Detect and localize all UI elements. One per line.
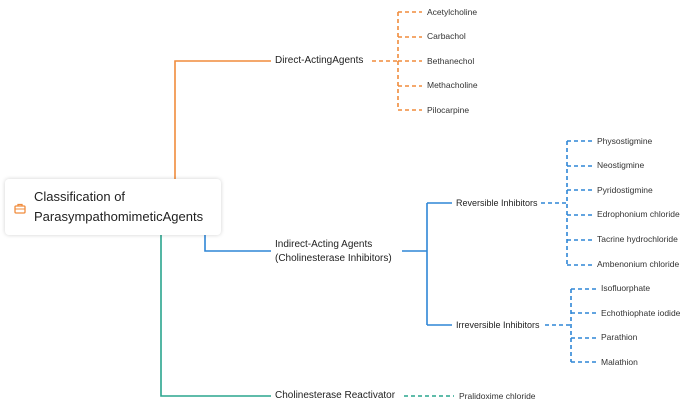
connector-root-direct (174, 60, 271, 180)
leaf-tacrine-hydrochloride[interactable]: Tacrine hydrochloride (597, 234, 678, 244)
node-indirect-line1: Indirect-Acting Agents (275, 239, 373, 250)
connector-root-reactivator (160, 235, 271, 397)
leaf-malathion[interactable]: Malathion (601, 357, 638, 367)
leaf-parathion[interactable]: Parathion (601, 332, 638, 342)
root-title-line1: Classification of (34, 189, 126, 204)
root-title-line2: ParasympathomimeticAgents (34, 209, 204, 224)
leaf-carbachol[interactable]: Carbachol (427, 31, 466, 41)
connector-irreversible-leaves (570, 288, 596, 363)
briefcase-icon (14, 201, 26, 219)
connector-direct-leaves (397, 11, 422, 111)
leaf-ambenonium-chloride[interactable]: Ambenonium chloride (597, 259, 680, 269)
node-irreversible-inhibitors[interactable]: Irreversible Inhibitors (456, 320, 540, 330)
connector-indirect-split (402, 202, 452, 326)
leaf-methacholine[interactable]: Methacholine (427, 80, 478, 90)
connector-reversible-leaves (566, 140, 592, 266)
leaf-pyridostigmine[interactable]: Pyridostigmine (597, 185, 653, 195)
node-direct-acting-agents[interactable]: Direct-ActingAgents (275, 55, 364, 66)
node-indirect-acting-agents[interactable]: Indirect-Acting Agents (Cholinesterase I… (275, 238, 392, 266)
leaf-acetylcholine[interactable]: Acetylcholine (427, 7, 478, 17)
root-node[interactable]: Classification of ParasympathomimeticAge… (5, 179, 221, 235)
leaf-edrophonium-chloride[interactable]: Edrophonium chloride (597, 209, 680, 219)
connector-root-indirect (204, 235, 271, 252)
leaf-physostigmine[interactable]: Physostigmine (597, 136, 653, 146)
leaf-pilocarpine[interactable]: Pilocarpine (427, 105, 470, 115)
node-cholinesterase-reactivator[interactable]: Cholinesterase Reactivator (275, 390, 396, 401)
leaf-neostigmine[interactable]: Neostigmine (597, 160, 645, 170)
leaf-echothiophate-iodide[interactable]: Echothiophate iodide (601, 308, 681, 318)
node-reversible-inhibitors[interactable]: Reversible Inhibitors (456, 198, 538, 208)
root-title: Classification of ParasympathomimeticAge… (34, 187, 219, 227)
leaf-bethanechol[interactable]: Bethanechol (427, 56, 475, 66)
leaf-pralidoxime-chloride[interactable]: Pralidoxime chloride (459, 391, 536, 401)
node-indirect-line2: (Cholinesterase Inhibitors) (275, 253, 392, 264)
leaf-isofluorphate[interactable]: Isofluorphate (601, 283, 651, 293)
